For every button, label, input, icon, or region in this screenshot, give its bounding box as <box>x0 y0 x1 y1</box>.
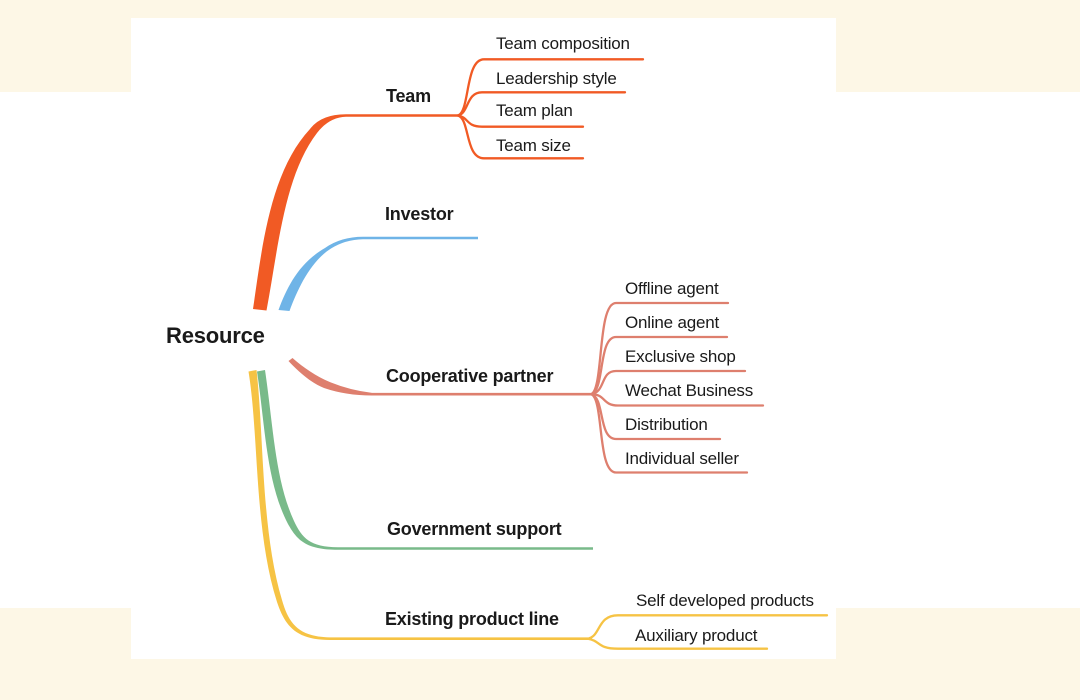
subtopic-individual-seller[interactable]: Individual seller <box>625 449 739 468</box>
subbranch-individual-seller-line <box>589 393 749 474</box>
subtopic-distribution[interactable]: Distribution <box>625 415 708 434</box>
subbranch-self-developed-products-line <box>586 614 829 640</box>
subbranch-wechat-business-line <box>589 393 765 407</box>
main-topic-team[interactable]: Team <box>386 86 431 106</box>
subbranch-offline-agent-line <box>589 301 730 396</box>
subbranch-team-size-line <box>456 114 585 160</box>
subbranch-leadership-style-line <box>456 91 627 117</box>
subtopic-exclusive-shop[interactable]: Exclusive shop <box>625 347 736 366</box>
main-topic-cooperative-partner[interactable]: Cooperative partner <box>386 366 554 386</box>
subtopic-self-developed-products[interactable]: Self developed products <box>636 591 814 610</box>
subtopic-offline-agent[interactable]: Offline agent <box>625 279 719 298</box>
subbranch-auxiliary-product-line <box>586 637 769 650</box>
root-topic-resource[interactable]: Resource <box>166 323 265 348</box>
subbranch-online-agent-line <box>589 335 729 396</box>
subtopic-auxiliary-product[interactable]: Auxiliary product <box>635 626 758 645</box>
branch-existing-product-line-curve <box>248 370 588 640</box>
main-topic-government-support[interactable]: Government support <box>387 519 562 539</box>
subtopic-team-plan[interactable]: Team plan <box>496 101 573 120</box>
subtopic-wechat-business[interactable]: Wechat Business <box>625 381 754 400</box>
subtopic-team-size[interactable]: Team size <box>496 136 571 155</box>
mindmap-canvas <box>131 18 836 659</box>
subtopic-leadership-style[interactable]: Leadership style <box>496 69 617 88</box>
subtopic-online-agent[interactable]: Online agent <box>625 313 720 332</box>
main-topic-investor[interactable]: Investor <box>385 204 454 224</box>
subtopic-team-composition[interactable]: Team composition <box>496 34 630 53</box>
subbranch-exclusive-shop-line <box>589 369 747 396</box>
main-topic-existing-product-line[interactable]: Existing product line <box>385 609 559 629</box>
